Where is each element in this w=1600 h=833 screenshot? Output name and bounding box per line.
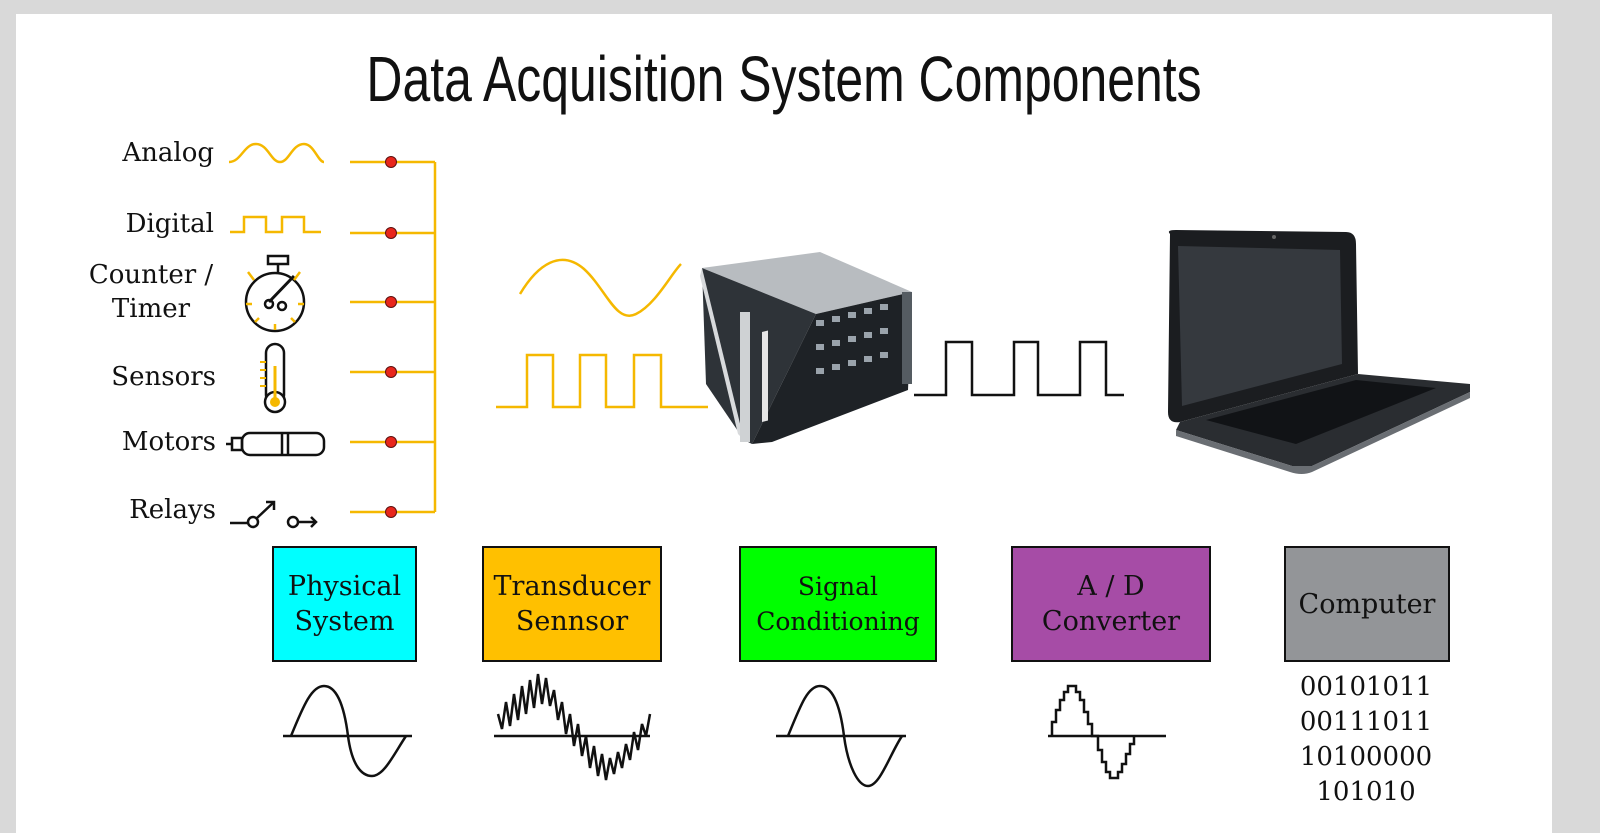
digital-pulse-icon — [230, 215, 321, 234]
input-analog-signal — [518, 258, 682, 317]
binary-line: 101010 — [1316, 777, 1416, 807]
counter-label: Counter / — [88, 260, 214, 290]
bus-connector-dots — [385, 156, 397, 518]
diagram-graphics — [226, 142, 1470, 788]
connector-dot — [385, 506, 397, 518]
binary-line: 00101011 — [1299, 672, 1433, 702]
stage-label-line1: Computer — [1298, 588, 1436, 620]
connector-dot — [385, 227, 397, 239]
binary-line: 00111011 — [1299, 707, 1433, 737]
stage-label-line1: A / D — [1077, 571, 1145, 602]
laptop-image — [1168, 230, 1470, 474]
daq-chassis-image — [700, 252, 912, 444]
noisy-wave-transducer — [496, 673, 652, 781]
input-label-motors: Motors — [121, 427, 216, 457]
input-digital-signal — [496, 353, 708, 409]
analog-wave-icon — [228, 142, 325, 164]
stopwatch-icon — [244, 254, 306, 333]
stage-box-ad-converter: A / D Converter — [1011, 546, 1211, 662]
sine-wave-physical — [289, 684, 408, 778]
stage-label-line2: Conditioning — [756, 607, 920, 636]
connector-dot — [385, 156, 397, 168]
stage-label-line1: Transducer — [493, 571, 651, 602]
connector-dot — [385, 296, 397, 308]
timer-label: Timer — [111, 294, 191, 324]
relay-switch-icon — [230, 500, 318, 529]
stage-label-line2: System — [294, 606, 395, 637]
diagram-title: Data Acquisition System Components — [366, 43, 1202, 115]
binary-output: 00101011 00111011 10100000 101010 — [1276, 670, 1456, 810]
stage-label-line1: Physical — [287, 571, 402, 602]
binary-line: 10100000 — [1299, 742, 1433, 772]
input-label-counter-timer: Counter / Timer — [76, 258, 226, 326]
sine-wave-conditioning — [786, 684, 904, 788]
stepped-wave-adc — [1050, 684, 1136, 780]
connector-dot — [385, 366, 397, 378]
thermometer-icon — [260, 342, 287, 414]
diagram-canvas: Data Acquisition System Components Analo… — [16, 14, 1552, 833]
stage-label-line2: Converter — [1041, 606, 1181, 637]
input-label-analog: Analog — [122, 138, 214, 168]
input-label-relays: Relays — [129, 495, 216, 525]
input-bus — [350, 160, 437, 514]
connector-dot — [385, 436, 397, 448]
input-label-digital: Digital — [125, 209, 214, 239]
motor-icon — [226, 431, 326, 457]
daq-digital-output-signal — [914, 340, 1124, 397]
stage-label-line2: Sennsor — [515, 606, 629, 637]
stage-box-computer: Computer — [1284, 546, 1450, 662]
stage-label-line1: Signal — [797, 572, 879, 601]
input-label-sensors: Sensors — [111, 362, 216, 392]
